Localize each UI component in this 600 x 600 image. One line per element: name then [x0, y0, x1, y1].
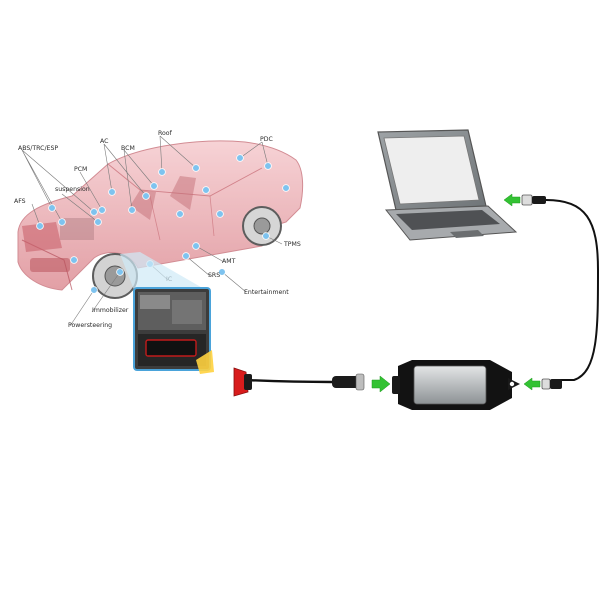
diagnostic-interface-device — [392, 360, 520, 410]
label-powersteering: Powersteering — [68, 322, 112, 329]
laptop-screen — [383, 135, 480, 205]
laptop — [377, 129, 518, 241]
label-abs: ABS/TRC/ESP — [18, 145, 58, 152]
label-ac: AC — [100, 138, 108, 145]
module-node — [182, 252, 190, 260]
highlight-arrow-icon — [196, 350, 214, 374]
module-node — [128, 206, 136, 214]
module-node — [58, 218, 66, 226]
laptop-touchpad — [450, 230, 484, 238]
label-entertainment: Entertainment — [244, 289, 289, 296]
module-node — [192, 242, 200, 250]
module-node — [142, 192, 150, 200]
label-srs: SRS — [208, 272, 220, 279]
module-node — [48, 204, 56, 212]
arrow-into-device-icon — [523, 377, 541, 391]
label-immobilizer: Immobilizer — [92, 307, 129, 314]
module-node — [108, 188, 116, 196]
device-port-left — [392, 376, 400, 394]
arrow-into-laptop-icon — [503, 193, 521, 207]
leader-lines — [21, 135, 283, 327]
module-node — [150, 182, 158, 190]
module-node — [216, 210, 224, 218]
module-node — [282, 184, 290, 192]
module-node — [36, 222, 44, 230]
module-node — [90, 286, 98, 294]
module-labels: ABS/TRC/ESP AC Roof BCM PDC PCM suspensi… — [14, 130, 301, 329]
label-pcm: PCM — [74, 166, 87, 173]
label-bcm: BCM — [121, 145, 135, 152]
laptop-keyboard — [396, 210, 500, 230]
obd-port-callout — [120, 252, 214, 374]
module-node — [192, 164, 200, 172]
module-node — [70, 256, 78, 264]
module-node — [264, 162, 272, 170]
obd-cable-connector — [332, 376, 362, 388]
arrow-into-device-obd-icon — [371, 375, 391, 393]
label-tpms: TPMS — [283, 241, 301, 248]
module-node — [202, 186, 210, 194]
module-node — [218, 268, 226, 276]
module-node — [90, 208, 98, 216]
label-suspension: suspension — [55, 186, 90, 193]
device-usb-connector — [523, 377, 562, 391]
module-node — [158, 168, 166, 176]
label-roof: Roof — [158, 130, 173, 137]
module-node — [116, 268, 124, 276]
module-node — [176, 210, 184, 218]
usb-cable — [545, 199, 600, 381]
label-afs: AFS — [14, 198, 26, 205]
module-node — [98, 206, 106, 214]
label-amt: AMT — [222, 258, 236, 265]
module-node — [262, 232, 270, 240]
module-node — [236, 154, 244, 162]
label-pdc: PDC — [260, 136, 273, 143]
obd-cable — [233, 367, 391, 397]
module-node — [94, 218, 102, 226]
laptop-usb-connector — [503, 193, 546, 207]
